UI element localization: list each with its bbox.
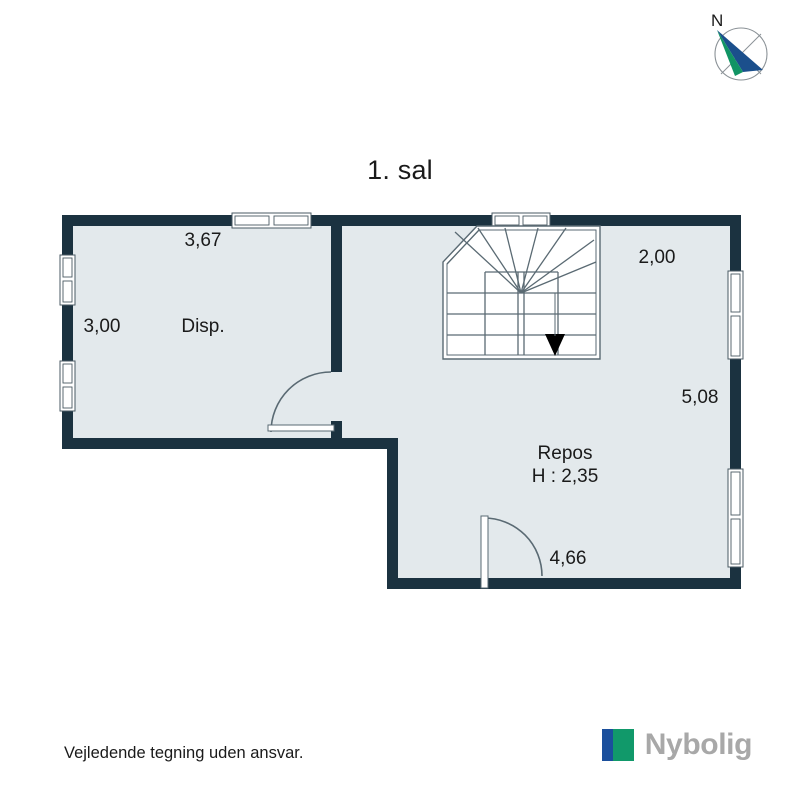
- floor-fill: [73, 226, 730, 578]
- compass-needle-blue: [717, 30, 763, 72]
- compass-ring: [714, 27, 768, 81]
- room-height-repos: H : 2,35: [532, 466, 599, 487]
- stair-winder-ray: [504, 227, 522, 294]
- dimension-disp-width: 3,67: [185, 230, 222, 251]
- room-label-repos: Repos: [538, 443, 593, 464]
- logo-green-bar: [612, 729, 634, 761]
- stair-direction-arrow-down: [545, 334, 565, 356]
- interior-wall-lower-stub: [331, 421, 342, 438]
- stair-winder-ray: [520, 227, 539, 294]
- stair-winder-ray: [454, 231, 522, 294]
- window-east-upper: [727, 270, 744, 360]
- window-east-lower: [727, 468, 744, 568]
- window-north-left: [231, 212, 312, 229]
- stair-winder-ray: [520, 227, 567, 294]
- room-label-disp: Disp.: [181, 316, 224, 337]
- door-repos-south: [480, 515, 543, 589]
- door-disp-arc: [270, 371, 332, 433]
- window-west-lower: [59, 360, 76, 412]
- brand-logo: Nybolig: [601, 728, 753, 761]
- door-repos-arc: [483, 517, 543, 577]
- stair-winder-ray: [520, 261, 597, 294]
- compass-needle-green: [717, 30, 743, 76]
- door-repos-leaf: [480, 515, 489, 589]
- window-west-upper: [59, 254, 76, 306]
- dimension-disp-depth: 3,00: [84, 316, 121, 337]
- nybolig-logo-icon: [601, 729, 634, 761]
- stair-winder-ray: [520, 239, 595, 294]
- logo-blue-bar: [601, 729, 613, 761]
- compass-rose-icon: N: [711, 11, 768, 81]
- staircase-winder: [442, 225, 601, 360]
- door-disp-leaf: [267, 424, 335, 432]
- compass-rose: N: [697, 10, 777, 90]
- door-disp-room: [267, 371, 335, 433]
- page-title: 1. sal: [367, 155, 433, 185]
- disclaimer-text: Vejledende tegning uden ansvar.: [64, 744, 304, 762]
- dimension-repos-south: 4,66: [550, 548, 587, 569]
- stair-winder-ray: [477, 227, 522, 294]
- compass-north-label: N: [711, 11, 723, 30]
- interior-wall-upper: [331, 226, 342, 372]
- stair-splay-edge: [446, 229, 480, 265]
- brand-name: Nybolig: [644, 728, 753, 761]
- dimension-repos-top: 2,00: [639, 247, 676, 268]
- dimension-repos-east: 5,08: [682, 387, 719, 408]
